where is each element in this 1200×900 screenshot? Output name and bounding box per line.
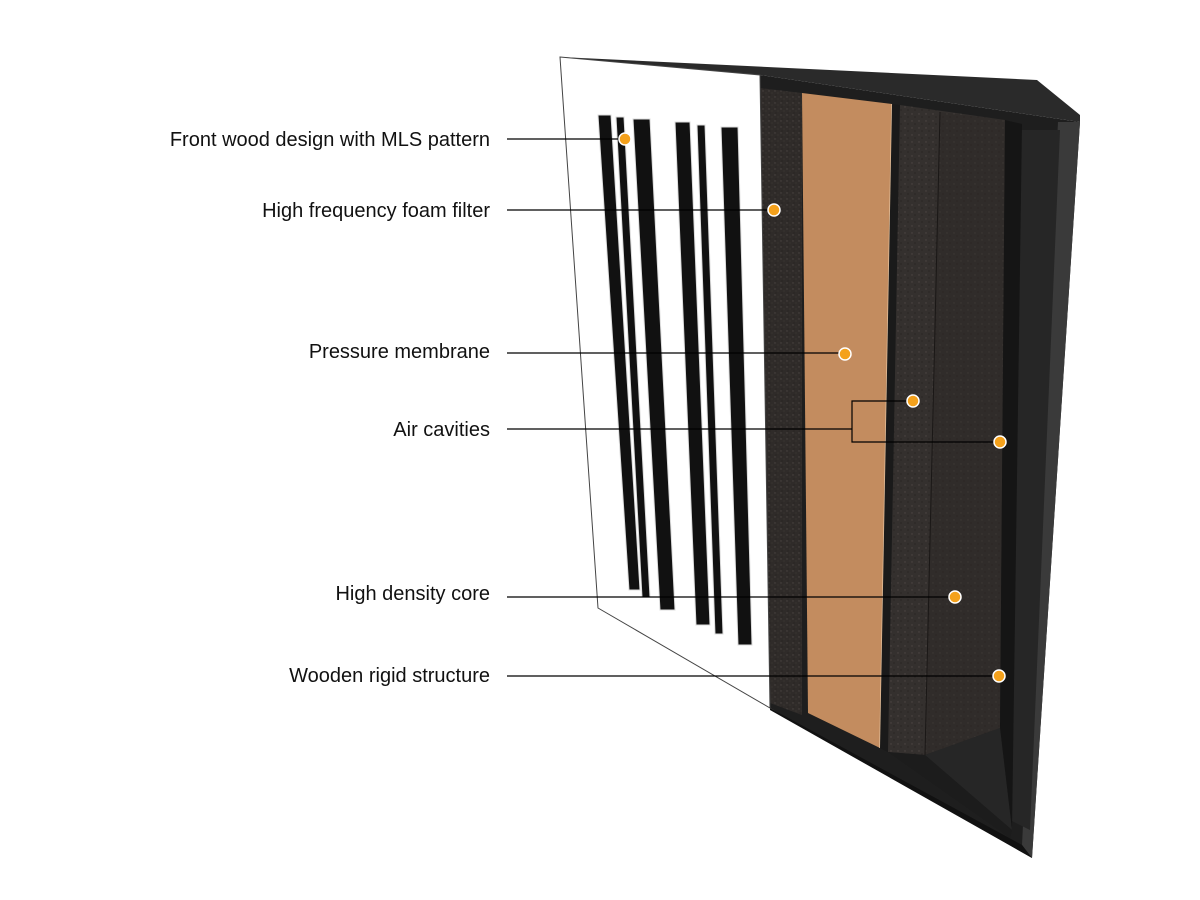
marker-wooden-structure xyxy=(992,669,1006,683)
marker-front-wood xyxy=(618,132,632,146)
marker-hf-foam xyxy=(767,203,781,217)
label-pressure-membrane: Pressure membrane xyxy=(309,341,490,363)
label-hd-core: High density core xyxy=(335,583,490,605)
markers xyxy=(618,132,1007,683)
front-wood-panel xyxy=(559,56,771,709)
leader-lines xyxy=(507,138,1000,677)
marker-air-cavity-2 xyxy=(993,435,1007,449)
air-cavity-gap xyxy=(880,104,900,752)
marker-air-cavity-1 xyxy=(906,394,920,408)
high-density-core xyxy=(888,105,1005,755)
pressure-membrane xyxy=(802,93,892,748)
marker-hd-core xyxy=(948,590,962,604)
label-hf-foam: High frequency foam filter xyxy=(262,200,490,222)
high-frequency-foam xyxy=(760,88,802,715)
label-wooden-structure: Wooden rigid structure xyxy=(289,665,490,687)
labels: Front wood design with MLS pattern High … xyxy=(170,129,491,687)
back-cavity xyxy=(1000,120,1022,830)
label-air-cavities: Air cavities xyxy=(393,419,490,441)
label-front-wood: Front wood design with MLS pattern xyxy=(170,129,490,151)
marker-pressure-membrane xyxy=(838,347,852,361)
